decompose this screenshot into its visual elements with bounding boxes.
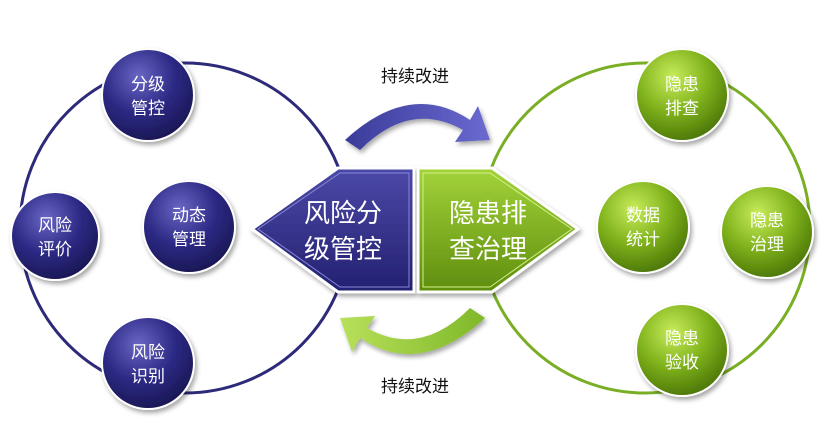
node-data-statistics-line2: 统计 — [626, 230, 660, 250]
node-hazard-remediation-line2: 治理 — [750, 235, 784, 255]
center-block-risk-control — [249, 166, 416, 294]
node-risk-evaluation-line2: 评价 — [38, 240, 72, 260]
node-hazard-remediation: 隐患 治理 — [720, 185, 814, 279]
center-left-line1: 风险分 — [304, 199, 382, 229]
node-risk-evaluation: 风险 评价 — [10, 191, 100, 281]
center-block-hazard-management — [416, 166, 581, 294]
node-risk-identification-line2: 识别 — [131, 367, 165, 387]
node-hazard-acceptance-line2: 验收 — [665, 353, 699, 373]
node-dynamic-management-line1: 动态 — [172, 206, 206, 226]
node-data-statistics-line1: 数据 — [626, 206, 660, 226]
node-graded-control-line1: 分级 — [131, 75, 165, 95]
node-hazard-inspection: 隐患 排查 — [635, 48, 729, 142]
node-data-statistics: 数据 统计 — [596, 180, 690, 274]
cycle-label-bottom: 持续改进 — [381, 377, 449, 397]
node-risk-identification-line1: 风险 — [131, 343, 165, 363]
node-risk-identification: 风险 识别 — [101, 316, 195, 410]
node-risk-evaluation-line1: 风险 — [38, 216, 72, 236]
center-right-line1: 隐患排 — [449, 199, 527, 229]
node-dynamic-management-line2: 管理 — [172, 230, 206, 250]
node-hazard-acceptance: 隐患 验收 — [635, 303, 729, 397]
node-graded-control-line2: 管控 — [131, 99, 165, 119]
center-right-line2: 查治理 — [449, 235, 527, 265]
node-hazard-remediation-line1: 隐患 — [750, 211, 784, 231]
cycle-label-top: 持续改进 — [381, 67, 449, 87]
node-hazard-inspection-line1: 隐患 — [665, 75, 699, 95]
node-hazard-inspection-line2: 排查 — [665, 99, 699, 119]
top-cycle-arrow — [345, 104, 490, 150]
center-left-line2: 级管控 — [304, 235, 382, 265]
node-dynamic-management: 动态 管理 — [142, 180, 236, 274]
node-graded-control: 分级 管控 — [101, 48, 195, 142]
node-hazard-acceptance-line1: 隐患 — [665, 329, 699, 349]
bottom-cycle-arrow — [340, 308, 485, 354]
